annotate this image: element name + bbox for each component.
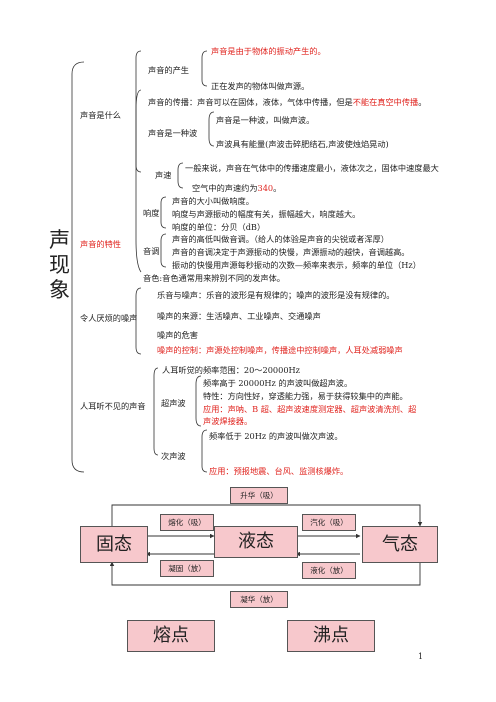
state-gas: 气态 [362,526,438,563]
produce-line-1: 声音是由于物体的振动产生的。 [211,46,326,56]
spread-line: 声音的传播：声音可以在固体，液体，气体中传播，但是不能在真空中传播。 [148,97,426,107]
speed-2-suffix: 。 [273,183,282,193]
timbre-line: 音色:音色通常用来辨别不同的发声体。 [143,273,285,283]
section-noise: 令人厌烦的噪声 [80,313,138,323]
label-ultrasound: 超声波 [161,398,186,408]
label-sound-production: 声音的产生 [148,65,189,75]
label-infrasound: 次声波 [161,451,186,461]
boiling-point-box: 沸点 [287,620,375,652]
melting-point-box: 熔点 [127,620,215,652]
ultra-line-2: 特性：方向性好，穿透能力强，易于获得较集中的声能。 [203,391,408,401]
speed-line-1: 一般来说，声音在气体中的传播速度最小，液体次之，固体中速度最大 [185,163,439,173]
pitch-line-3: 振动的快慢用声源每秒振动的次数—频率来表示，频率的单位（Hz） [172,260,421,270]
label-vaporization: 汽化（吸） [302,514,356,531]
infra-line-2: 应用：预报地震、台风、监测核爆炸。 [209,466,349,476]
section-what-is-sound: 声音是什么 [80,110,121,120]
section-sound-properties: 声音的特性 [80,239,121,249]
wave-line-1: 声音是一种波，叫做声波。 [216,115,315,125]
hearing-range: 人耳听觉的频率范围：20～20000Hz [162,365,300,375]
label-pitch: 音调 [143,246,160,256]
loud-line-2: 响度与声源振动的幅度有关，振幅越大，响度越大。 [172,209,361,219]
ultra-line-1: 频率高于 20000Hz 的声波叫做超声波。 [203,378,353,388]
speed-2-red: 340 [257,183,274,193]
produce-line-2: 正在发声的物体叫做声源。 [211,81,310,91]
loud-line-1: 声音的大小叫做响度。 [172,196,254,206]
section-inaudible: 人耳听不见的声音 [80,401,146,411]
spread-red: 不能在真空中传播 [352,97,419,107]
label-melting: 熔化（吸） [160,514,214,531]
ultra-line-3: 应用：声呐、B 超、超声波速度测定器、超声波清洗剂、超 [203,404,417,414]
speed-2-prefix: 空气中的声速约为 [192,183,258,193]
page-number: 1 [418,652,424,661]
spread-suffix: 。 [418,97,427,107]
ultra-line-4: 声波焊接器。 [203,416,253,426]
label-sublimation: 升华（吸） [230,487,288,504]
pitch-line-1: 声音的高低叫做音调。（给人的体验是声音的尖锐或者浑厚） [172,234,389,244]
pitch-line-2: 声音的音调决定于声源振动的快慢，声源振动的越快，音调越高。 [172,247,410,257]
spread-prefix: 声音的传播：声音可以在固体，液体，气体中传播，但是 [148,97,353,107]
infra-line-1: 频率低于 20Hz 的声波叫做次声波。 [209,431,343,441]
label-sound-wave: 声音是一种波 [148,128,198,138]
label-liquefaction: 液化（放） [302,562,356,579]
speed-line-2: 空气中的声速约为340。 [192,183,281,193]
noise-line-1: 乐音与噪声：乐音的波形是有规律的；噪声的波形是没有规律的。 [157,290,395,300]
chapter-title: 声现象 [49,228,70,302]
state-solid: 固态 [80,526,148,563]
label-freezing: 凝固（放） [160,560,214,577]
loud-line-3: 响度的单位：分贝（dB） [172,222,266,232]
label-sound-speed: 声速 [155,170,172,180]
wave-line-2: 声波具有能量(声波击碎肥结石,声波使烛焰晃动) [216,139,389,149]
state-liquid: 液态 [214,526,298,558]
label-deposition: 凝华（放） [230,591,288,608]
label-loudness: 响度 [143,208,160,218]
noise-line-2: 噪声的来源：生活噪声、工业噪声、交通噪声 [157,311,321,321]
noise-line-3: 噪声的危害 [157,330,198,340]
noise-line-4: 噪声的控制：声源处控制噪声，传播途中控制噪声，人耳处减弱噪声 [157,345,403,355]
